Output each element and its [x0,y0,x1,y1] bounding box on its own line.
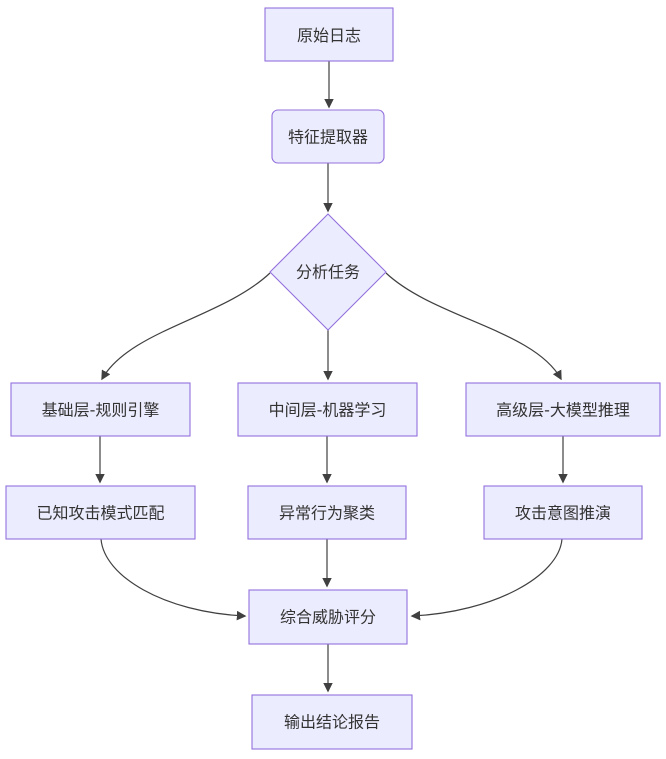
node-feature-extractor-label: 特征提取器 [288,128,368,147]
node-attack-intent: 攻击意图推演 [483,485,643,540]
node-advanced-layer-label: 高级层-大模型推理 [496,401,630,420]
node-known-attack-label: 已知攻击模式匹配 [36,504,164,523]
node-base-layer-shape [10,382,191,437]
node-advanced-layer-shape [465,382,661,437]
node-output-report: 输出结论报告 [251,694,413,750]
node-feature-extractor: 特征提取器 [271,109,385,164]
edges-layer [95,61,568,693]
node-raw-log-label: 原始日志 [297,26,361,45]
edge-known-attack-to-threat-score [100,538,247,621]
node-analysis-task-shape [269,213,387,331]
node-threat-score: 综合威胁评分 [248,589,408,645]
node-anomaly-cluster-label: 异常行为聚类 [279,504,375,523]
node-base-layer-label: 基础层-规则引擎 [42,401,160,420]
edge-attack-intent-to-threat-score [410,538,563,621]
node-raw-log-shape [264,7,394,62]
node-middle-layer: 中间层-机器学习 [237,382,418,437]
node-attack-intent-label: 攻击意图推演 [515,504,611,523]
node-middle-layer-shape [237,382,418,437]
node-analysis-task-label: 分析任务 [296,263,360,282]
node-known-attack-shape [5,485,196,540]
node-threat-score-shape [248,589,408,645]
node-middle-layer-label: 中间层-机器学习 [269,401,387,420]
node-advanced-layer: 高级层-大模型推理 [465,382,661,437]
node-threat-score-label: 综合威胁评分 [280,608,376,627]
node-anomaly-cluster-shape [247,485,407,540]
node-feature-extractor-shape [271,109,385,164]
node-raw-log: 原始日志 [264,7,394,62]
edge-analysis-task-to-base-layer [101,272,271,381]
node-analysis-task: 分析任务 [269,213,387,331]
node-output-report-label: 输出结论报告 [284,713,380,732]
node-anomaly-cluster: 异常行为聚类 [247,485,407,540]
node-known-attack: 已知攻击模式匹配 [5,485,196,540]
edge-analysis-task-to-advanced-layer [385,272,562,381]
node-base-layer: 基础层-规则引擎 [10,382,191,437]
node-output-report-shape [251,694,413,750]
node-attack-intent-shape [483,485,643,540]
